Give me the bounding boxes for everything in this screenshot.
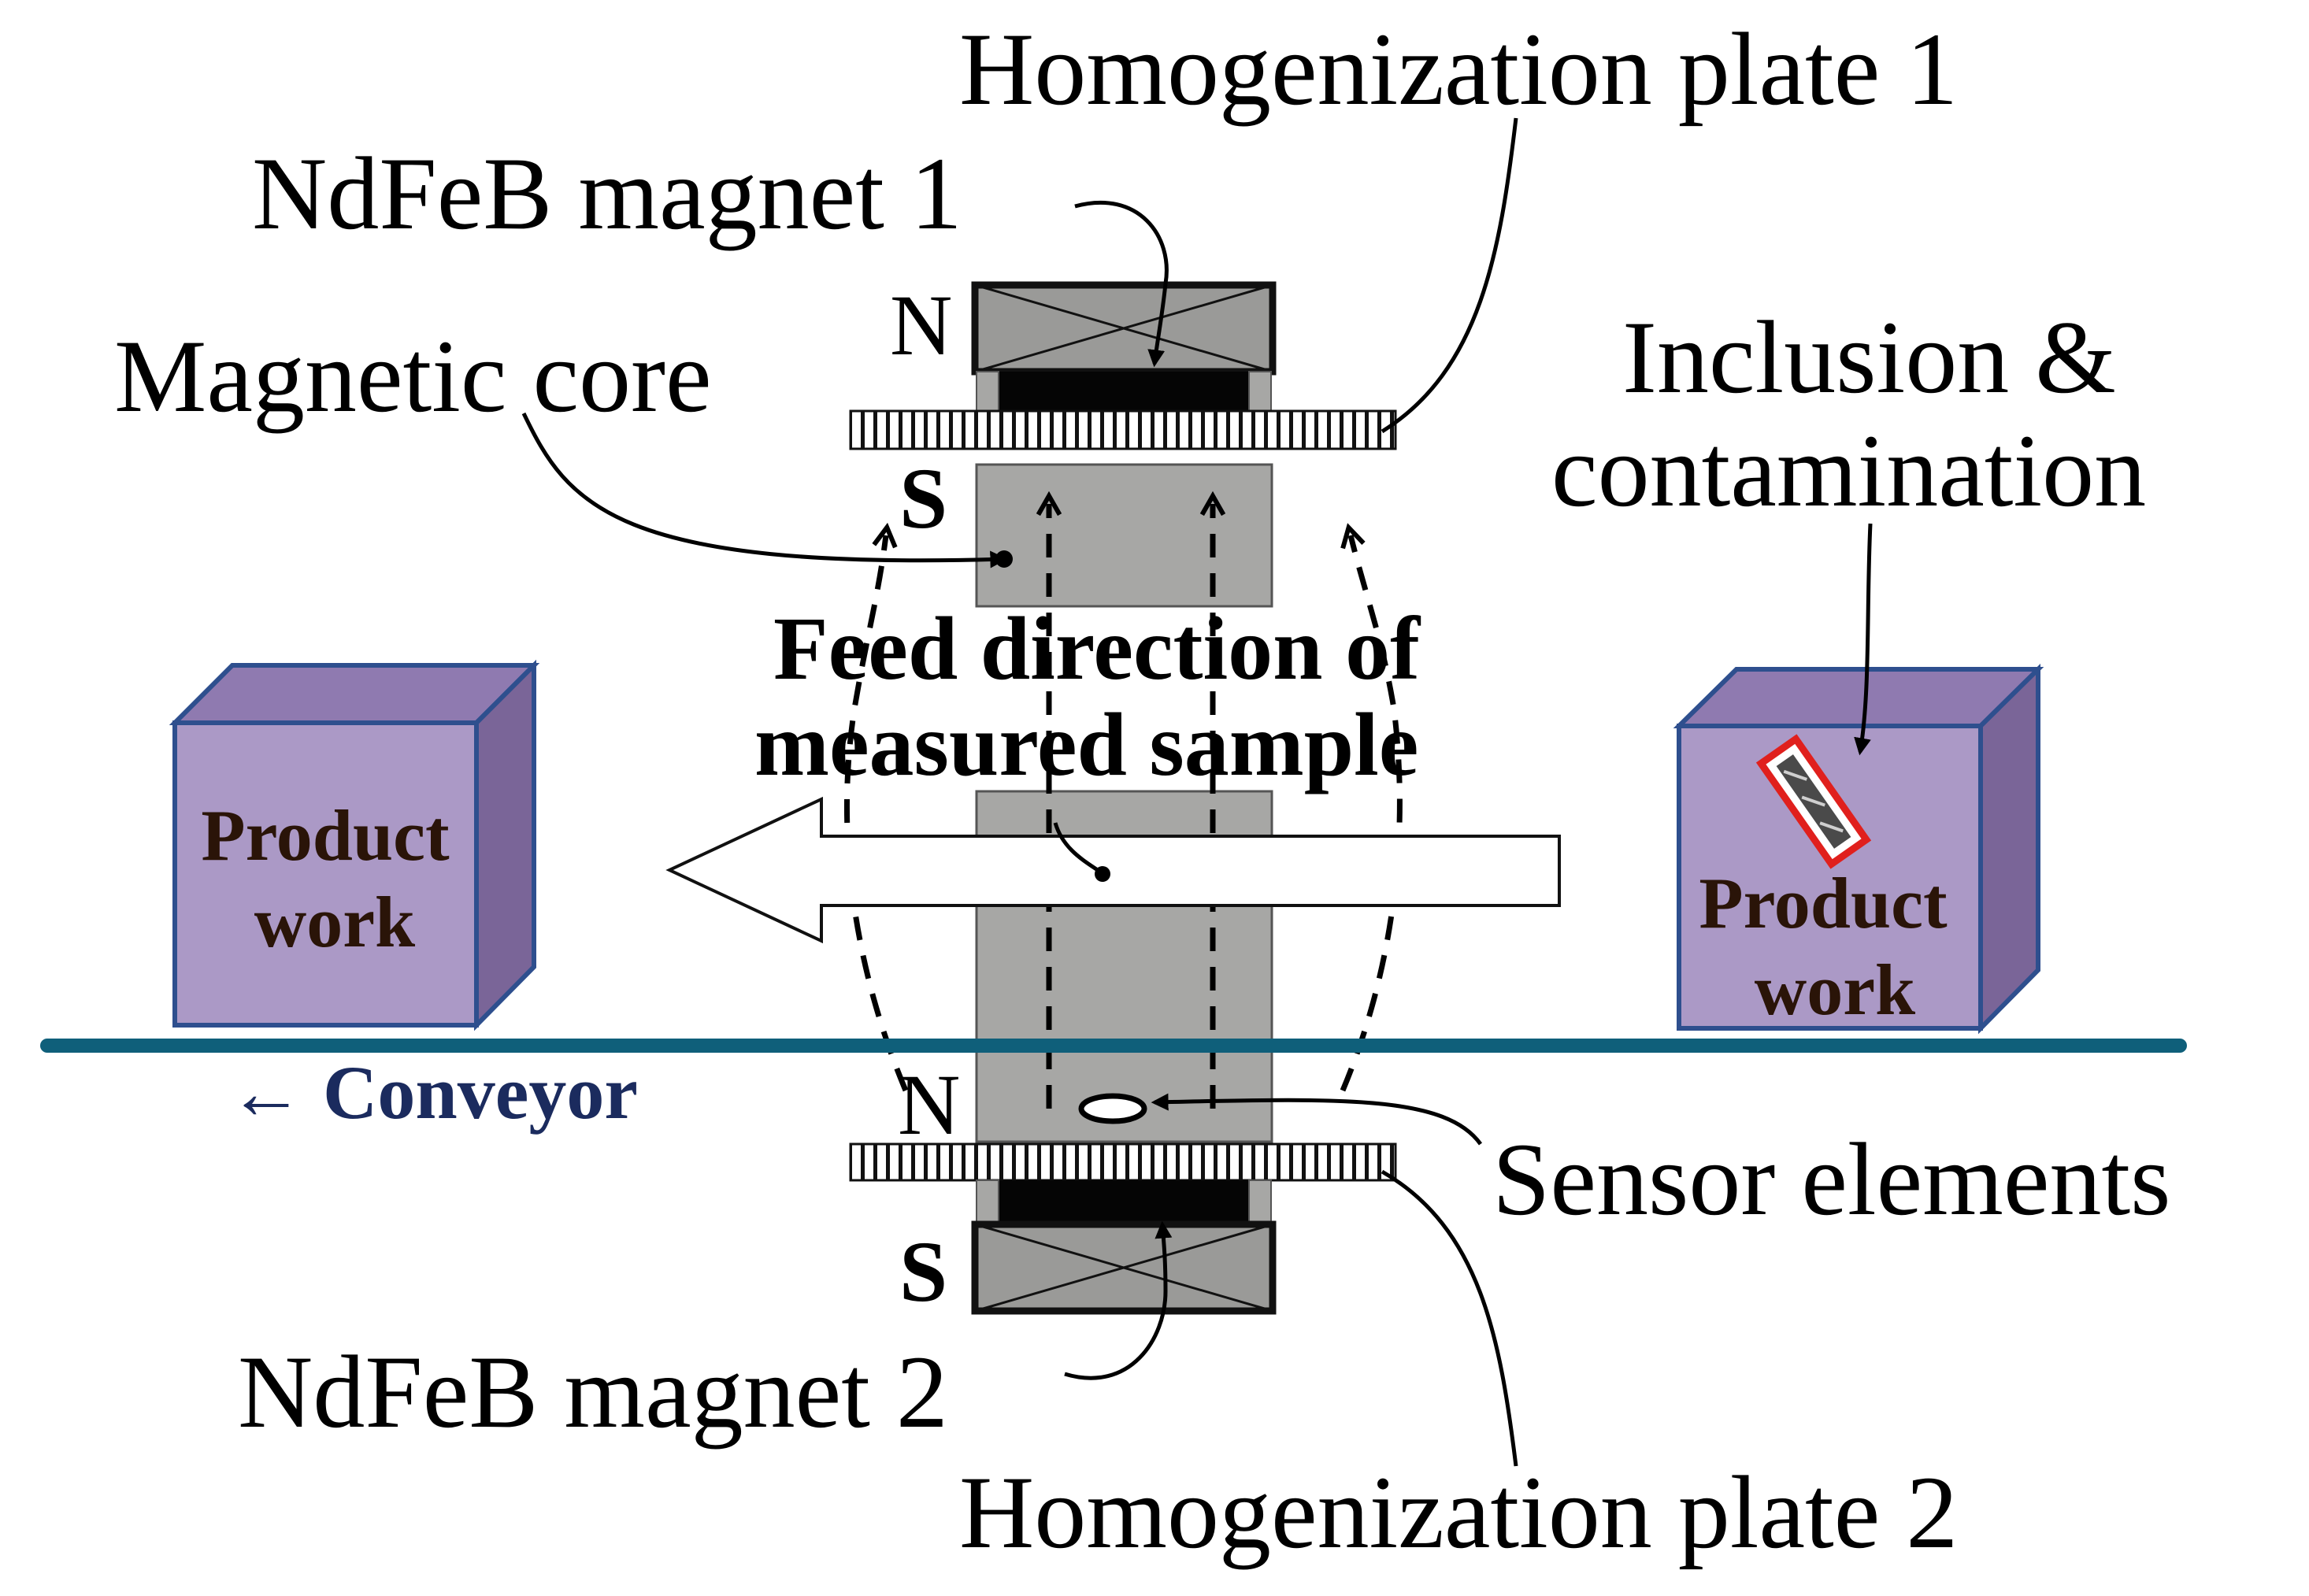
label-conveyor: ← Conveyor xyxy=(228,1050,638,1135)
label-inclusion-line2: contamination xyxy=(1551,413,2146,528)
product-right-line1: Product xyxy=(1699,863,1948,943)
pole-bottom-s: S xyxy=(899,1224,947,1320)
label-ndfeb-magnet-2: NdFeB magnet 2 xyxy=(238,1334,948,1450)
label-homogenization-plate-2: Homogenization plate 2 xyxy=(959,1454,1958,1570)
inclusion-contaminant xyxy=(1755,734,1872,869)
ndfeb-magnet-2 xyxy=(971,1179,1277,1315)
flux-lines xyxy=(843,491,1403,1109)
homogenization-plate-1 xyxy=(849,409,1397,450)
label-magnetic-core: Magnetic core xyxy=(114,318,712,434)
product-box-right xyxy=(1673,663,2044,1035)
sensor-element xyxy=(1078,1093,1147,1124)
pole-top-n: N xyxy=(890,277,952,373)
label-ndfeb-magnet-1: NdFeB magnet 1 xyxy=(252,135,962,251)
feed-direction-arrow xyxy=(665,796,1561,944)
label-inclusion-line1: Inclusion & xyxy=(1622,299,2116,415)
product-box-left xyxy=(169,659,540,1031)
label-feed-line2: measured sample xyxy=(754,694,1418,794)
homogenization-plate-2 xyxy=(849,1142,1397,1182)
product-left-line2: work xyxy=(254,882,416,962)
pole-top-s: S xyxy=(899,450,947,546)
label-sensor-elements: Sensor elements xyxy=(1492,1121,2170,1237)
product-left-line1: Product xyxy=(201,795,450,876)
leader-lines xyxy=(521,117,1873,1467)
pole-bottom-n: N xyxy=(898,1057,960,1153)
ndfeb-magnet-1 xyxy=(971,281,1277,413)
product-right-line2: work xyxy=(1755,950,1916,1030)
label-homogenization-plate-1: Homogenization plate 1 xyxy=(959,11,1958,127)
label-feed-line1: Feed direction of xyxy=(773,598,1421,698)
